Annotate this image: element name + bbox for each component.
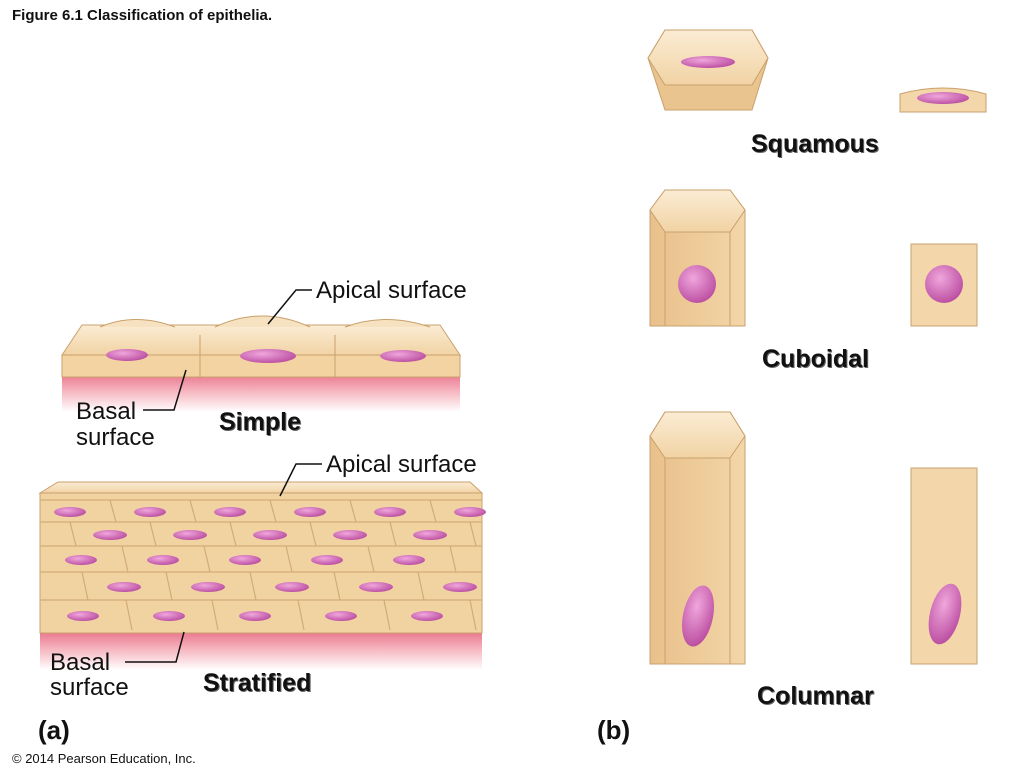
stratified-cell-wall <box>203 545 211 573</box>
stratified-cell-wall <box>429 499 437 523</box>
stratified-nucleus <box>191 582 225 592</box>
stratified-cell-wall <box>211 599 219 631</box>
stratified-cell-wall <box>469 521 477 547</box>
stratified-cell-wall <box>389 521 397 547</box>
simple-basal-label-line1: Basal <box>76 398 137 425</box>
stratified-cell-wall <box>469 599 477 631</box>
stratified-nucleus <box>275 582 309 592</box>
squamous-cell-section <box>899 87 987 113</box>
stratified-title: Stratified <box>203 669 312 697</box>
stratified-cell-wall <box>249 571 257 601</box>
stratified-basement-membrane <box>40 630 482 670</box>
copyright-notice: © 2014 Pearson Education, Inc. <box>12 751 196 766</box>
stratified-basal-label-line1: Basal <box>50 649 111 676</box>
stratified-nucleus <box>239 611 271 621</box>
columnar-section-nucleus <box>928 583 962 645</box>
panel-a-letter: (a) <box>38 715 70 745</box>
simple-nucleus <box>106 349 148 361</box>
stratified-nucleus <box>443 582 477 592</box>
stratified-apical-label: Apical surface <box>326 451 477 478</box>
stratified-nucleus <box>359 582 393 592</box>
stratified-cell-wall <box>109 499 117 523</box>
cuboidal-cell-section <box>910 243 978 327</box>
stratified-cell-wall <box>417 571 425 601</box>
stratified-apical-leader <box>279 463 322 497</box>
squamous-title: Squamous <box>751 130 879 158</box>
stratified-nucleus <box>294 507 326 517</box>
simple-apical-label: Apical surface <box>316 277 467 304</box>
stratified-epithelium <box>38 463 486 670</box>
stratified-cell-wall <box>367 545 375 573</box>
stratified-nuclei-group <box>54 507 486 621</box>
simple-basal-leader <box>143 369 187 411</box>
stratified-cell-wall <box>309 521 317 547</box>
stratified-nucleus <box>374 507 406 517</box>
stratified-cell-wall <box>149 521 157 547</box>
stratified-nucleus <box>173 530 207 540</box>
stratified-cell-wall <box>269 499 277 523</box>
stratified-nucleus <box>253 530 287 540</box>
panel-b-letter: (b) <box>597 715 631 745</box>
stratified-cell-wall <box>81 571 89 601</box>
stratified-cell-wall <box>383 599 391 631</box>
stratified-nucleus <box>214 507 246 517</box>
simple-apical-leader <box>267 289 312 325</box>
stratified-cell-wall <box>165 571 173 601</box>
stratified-nucleus <box>229 555 261 565</box>
columnar-cell-3d <box>649 411 746 665</box>
squamous-section-nucleus <box>917 92 969 104</box>
stratified-cell-wall <box>449 545 457 573</box>
stratified-nucleus <box>393 555 425 565</box>
stratified-nucleus <box>93 530 127 540</box>
simple-basal-label-line2: surface <box>76 424 155 451</box>
stratified-nucleus <box>333 530 367 540</box>
simple-nucleus <box>240 349 296 363</box>
stratified-cell-layer <box>40 499 482 631</box>
simple-epithelium <box>61 289 461 412</box>
cuboidal-cell-3d <box>649 189 746 327</box>
stratified-cell-wall <box>285 545 293 573</box>
stratified-nucleus <box>147 555 179 565</box>
stratified-cell-wall <box>69 521 77 547</box>
stratified-nucleus <box>311 555 343 565</box>
cuboidal-section-nucleus <box>925 265 963 303</box>
squamous-nucleus <box>681 56 735 68</box>
stratified-nucleus <box>107 582 141 592</box>
squamous-cell-3d <box>647 29 769 111</box>
stratified-nucleus <box>454 507 486 517</box>
stratified-sheet-top <box>38 481 484 494</box>
columnar-title: Columnar <box>757 682 874 710</box>
simple-nucleus <box>380 350 426 362</box>
simple-basement-membrane <box>62 372 460 412</box>
figure-title: Figure 6.1 Classification of epithelia. <box>12 7 273 24</box>
stratified-nucleus <box>413 530 447 540</box>
cuboidal-nucleus <box>678 265 716 303</box>
stratified-cell-wall <box>297 599 305 631</box>
stratified-nucleus <box>65 555 97 565</box>
stratified-cell-wall <box>189 499 197 523</box>
stratified-cell-wall <box>121 545 129 573</box>
stratified-nucleus <box>411 611 443 621</box>
stratified-basal-label-line2: surface <box>50 674 129 701</box>
stratified-cell-wall <box>333 571 341 601</box>
stratified-basal-leader <box>125 631 185 663</box>
stratified-nucleus <box>67 611 99 621</box>
stratified-cell-wall <box>349 499 357 523</box>
stratified-nucleus <box>153 611 185 621</box>
columnar-cell-section <box>910 467 978 665</box>
stratified-nucleus <box>134 507 166 517</box>
cuboidal-title: Cuboidal <box>762 345 869 373</box>
stratified-nucleus <box>325 611 357 621</box>
stratified-cell-wall <box>229 521 237 547</box>
stratified-cell-wall <box>125 599 133 631</box>
columnar-nucleus <box>681 585 715 647</box>
stratified-nucleus <box>54 507 86 517</box>
simple-title: Simple <box>219 408 301 436</box>
